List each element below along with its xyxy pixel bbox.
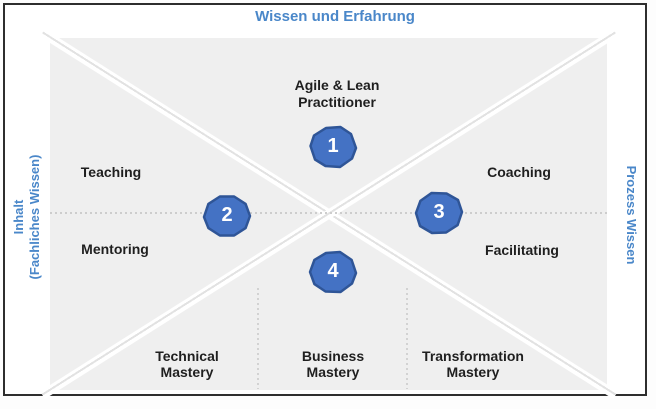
- axis-label-left-line1: Inhalt: [11, 199, 26, 235]
- label-transformation-mastery-line1: Transformation: [422, 348, 524, 364]
- quadrant-panel: [39, 29, 618, 399]
- label-transformation-mastery: Transformation Mastery: [403, 348, 543, 380]
- horizontal-dotted-axis: [50, 212, 607, 214]
- label-business-mastery-line1: Business: [301, 348, 365, 364]
- marker-blob-icon: [309, 125, 358, 169]
- label-mentoring: Mentoring: [81, 241, 149, 257]
- label-technical-mastery: Technical Mastery: [117, 348, 257, 380]
- axis-label-left: Inhalt (Fachliches Wissen): [11, 142, 47, 292]
- axis-label-top: Wissen und Erfahrung: [255, 8, 415, 25]
- vertical-dotted-divider-left: [257, 288, 259, 389]
- marker-blob-icon: [308, 250, 358, 294]
- label-technical-mastery-line1: Technical: [155, 348, 219, 364]
- label-agile-lean-line1: Agile & Lean: [294, 77, 380, 93]
- vertical-dotted-divider-right: [406, 288, 408, 389]
- label-agile-lean-practitioner: Agile & Lean Practitioner: [267, 77, 407, 111]
- marker-1: 1: [307, 124, 359, 170]
- axis-label-left-line2: (Fachliches Wissen): [27, 154, 42, 280]
- label-business-mastery-line2: Mastery: [306, 364, 360, 380]
- label-agile-lean-line2: Practitioner: [298, 94, 376, 110]
- label-business-mastery: Business Mastery: [263, 348, 403, 380]
- marker-1-number: 1: [327, 134, 339, 157]
- marker-4-number: 4: [327, 259, 339, 282]
- marker-2-number: 2: [221, 203, 233, 226]
- marker-3: 3: [413, 190, 465, 236]
- marker-blob-icon: [414, 191, 464, 235]
- marker-4: 4: [307, 249, 359, 295]
- marker-3-number: 3: [433, 200, 445, 223]
- axis-label-right: Prozess Wissen: [624, 165, 639, 265]
- marker-blob-icon: [202, 195, 252, 237]
- marker-2: 2: [201, 193, 253, 239]
- label-transformation-mastery-line2: Mastery: [446, 364, 500, 380]
- label-facilitating: Facilitating: [485, 242, 559, 258]
- label-technical-mastery-line2: Mastery: [160, 364, 214, 380]
- label-coaching: Coaching: [487, 164, 551, 180]
- label-teaching: Teaching: [80, 164, 142, 180]
